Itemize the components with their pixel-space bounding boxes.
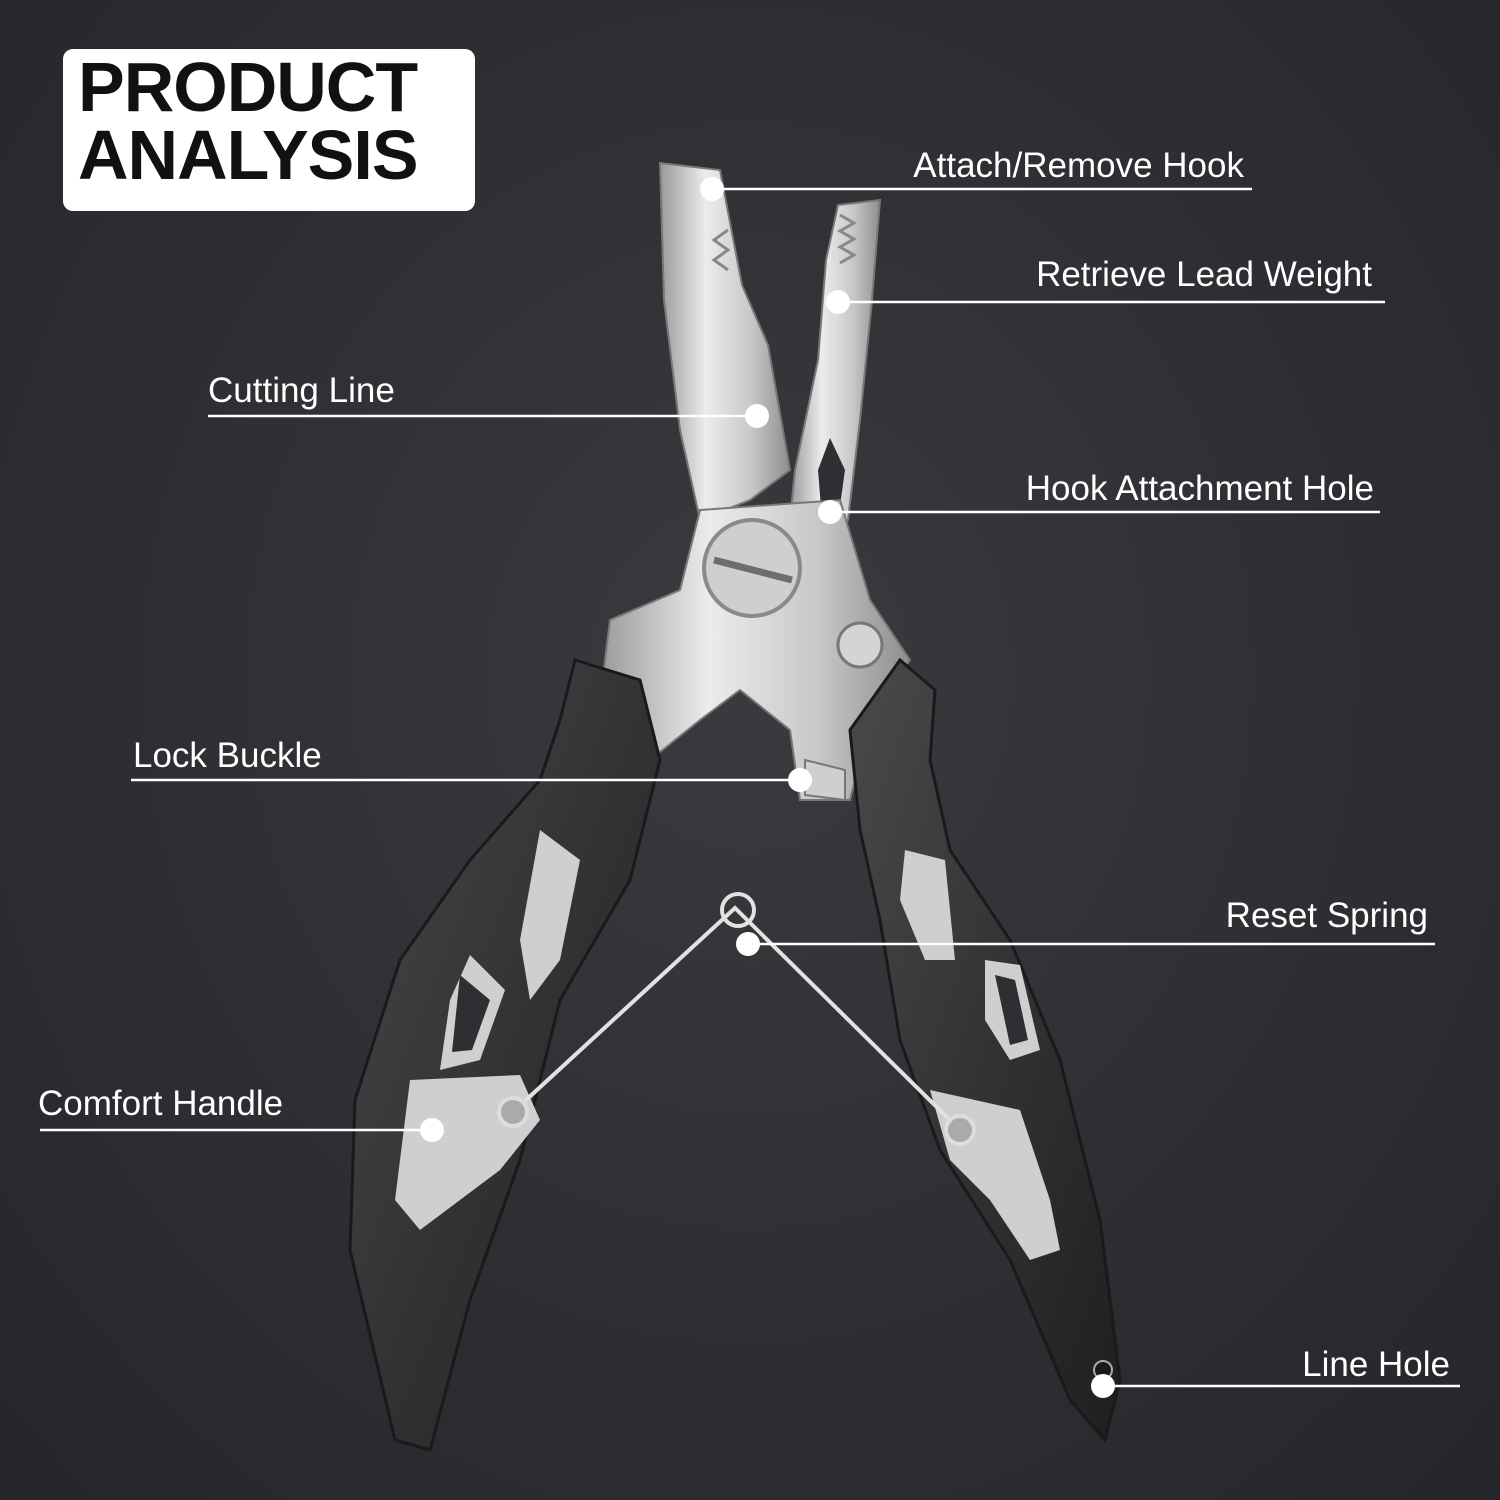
callout-attach-remove-hook: Attach/Remove Hook <box>913 146 1244 185</box>
leader-dots <box>420 177 1115 1398</box>
callout-cutting-line: Cutting Line <box>208 371 395 410</box>
left-jaw <box>658 161 792 522</box>
title-line-2: ANALYSIS <box>78 116 419 194</box>
callout-lock-buckle: Lock Buckle <box>133 736 322 775</box>
callout-retrieve-lead-weight: Retrieve Lead Weight <box>1036 255 1372 294</box>
title-badge: PRODUCT ANALYSIS <box>63 49 475 211</box>
title-line-1: PRODUCT <box>78 48 418 126</box>
reset-spring <box>511 905 962 1132</box>
leader-lines <box>40 187 1460 1388</box>
callout-line-hole: Line Hole <box>1302 1345 1450 1384</box>
pivot-body <box>598 498 912 801</box>
left-handle <box>348 658 662 1452</box>
callout-comfort-handle: Comfort Handle <box>38 1084 284 1123</box>
callout-reset-spring: Reset Spring <box>1225 896 1428 935</box>
right-handle <box>848 657 1122 1444</box>
callout-hook-attachment-hole: Hook Attachment Hole <box>1025 469 1374 508</box>
